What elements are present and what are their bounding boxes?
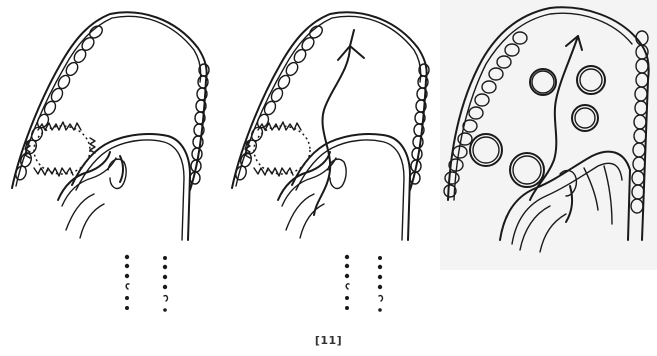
panel-1-dot-column-left [125, 255, 129, 310]
panel-1-dot-column-right [163, 256, 168, 312]
panel-2-fuzzy-cluster [245, 122, 310, 176]
panel-2-fork-pathway [314, 46, 350, 215]
panel-2-dot-column-left [345, 255, 349, 310]
figure-illustration [0, 0, 657, 325]
panel-1-drawing [12, 12, 209, 311]
panel-2-dot-column-right [378, 256, 383, 312]
panel-2-drawing [232, 12, 429, 311]
panel-2-left-cell-chain [234, 24, 324, 182]
figure-caption: [11] [0, 334, 657, 347]
panel-3-drawing [440, 0, 657, 270]
panel-1-left-cell-chain [14, 24, 104, 182]
